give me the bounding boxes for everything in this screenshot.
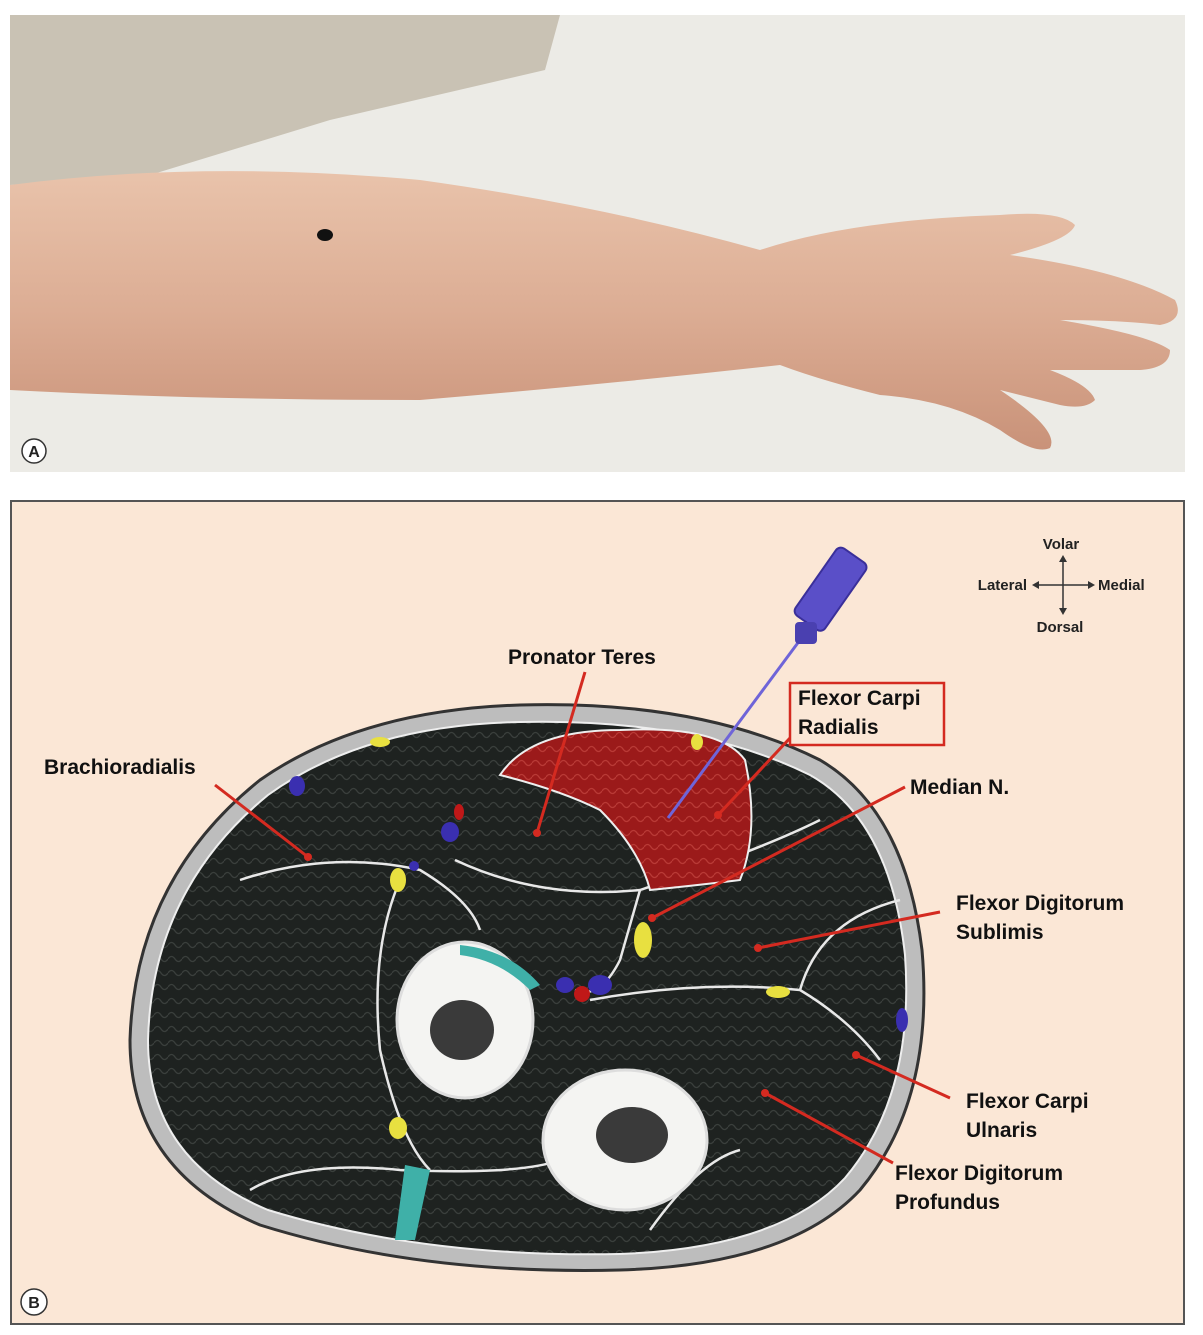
flexor-carpi-radialis-muscle <box>498 728 753 892</box>
septum <box>395 1165 430 1240</box>
forearm-cross-section <box>128 703 926 1272</box>
label-fds-1: Flexor Digitorum <box>956 892 1124 915</box>
leader-lines <box>214 671 951 1165</box>
fcr-highlight-box <box>788 681 946 747</box>
compass-lateral: Lateral <box>978 577 1027 594</box>
label-fdp-1: Flexor Digitorum <box>895 1162 1063 1185</box>
panel-b-letter: B <box>28 1295 40 1312</box>
label-fds-2: Sublimis <box>956 921 1044 944</box>
median-nerve <box>634 922 652 958</box>
forearm <box>10 171 1178 450</box>
panel-a-letter: A <box>28 444 40 461</box>
label-flexor-carpi-radialis-1: Flexor Carpi <box>798 687 921 710</box>
interosseous-membrane <box>460 945 540 990</box>
label-fcu-2: Ulnaris <box>966 1119 1037 1142</box>
compass-volar: Volar <box>1043 536 1080 553</box>
label-pronator-teres: Pronator Teres <box>508 646 656 669</box>
panel-b-diagram: Volar Lateral Medial Dorsal <box>10 500 1185 1325</box>
panel-a-photo: A <box>10 15 1185 472</box>
orientation-compass: Volar Lateral Medial Dorsal <box>978 536 1145 636</box>
label-median-nerve: Median N. <box>910 776 1009 799</box>
label-fdp-2: Profundus <box>895 1191 1000 1214</box>
panel-b-badge <box>20 1288 48 1316</box>
label-flexor-carpi-radialis-2: Radialis <box>798 716 879 739</box>
radius-marrow <box>430 1000 494 1060</box>
needle <box>666 546 868 819</box>
compass-medial: Medial <box>1098 577 1145 594</box>
ulna-marrow <box>596 1107 668 1163</box>
panel-a-badge <box>21 438 47 464</box>
sleeve <box>10 15 560 185</box>
label-brachioradialis: Brachioradialis <box>44 756 196 779</box>
label-fcu-1: Flexor Carpi <box>966 1090 1089 1113</box>
injection-site-marker <box>317 229 333 241</box>
compass-dorsal: Dorsal <box>1037 619 1084 636</box>
vessels-and-nerves <box>289 734 908 1139</box>
